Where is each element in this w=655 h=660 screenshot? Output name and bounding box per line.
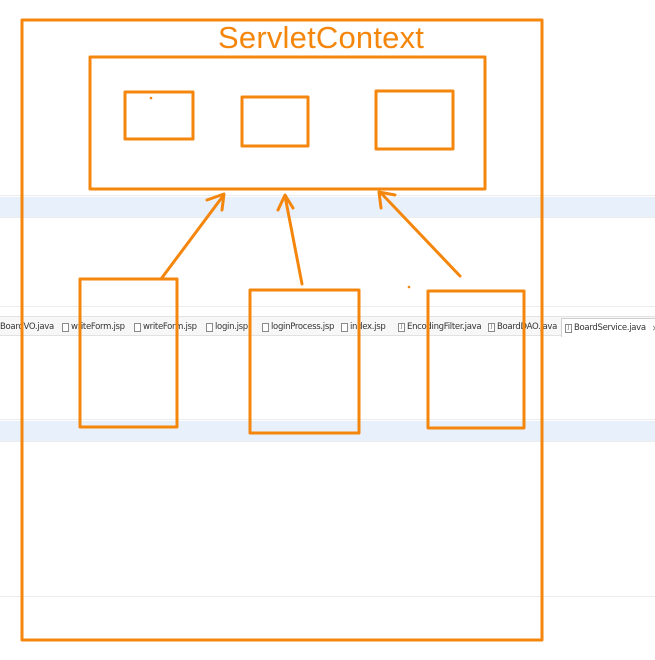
- arrow-1-head: [205, 192, 226, 212]
- editor-line: [0, 217, 655, 218]
- java-file-icon: J: [398, 322, 405, 332]
- tab-boardservice[interactable]: J BoardService.java ✕: [561, 318, 655, 337]
- editor-highlight-line: [0, 197, 655, 217]
- servlet-context-title: ServletContext: [218, 20, 425, 55]
- close-tab-icon[interactable]: ✕: [652, 324, 655, 333]
- arrow-3-head: [377, 190, 397, 210]
- component-box-3: [426, 289, 526, 430]
- arrow-3-shaft: [379, 191, 462, 278]
- tab-boarddao[interactable]: J BoardDAO.java: [488, 320, 557, 334]
- arrow-1-shaft: [159, 194, 225, 281]
- tab-boardvo[interactable]: BoardVO.java: [0, 322, 54, 332]
- java-file-icon: J: [565, 323, 572, 333]
- attribute-box-2: [240, 95, 310, 148]
- editor-line: [0, 306, 655, 307]
- jsp-file-icon: [341, 322, 348, 332]
- component-box-1: [78, 277, 179, 429]
- tab-encodingfilter[interactable]: J EncodingFilter.java: [398, 320, 482, 334]
- component-box-2: [248, 288, 361, 435]
- attribute-box-1: [123, 90, 195, 141]
- servlet-context-frame: [20, 18, 544, 642]
- java-file-icon: J: [488, 322, 495, 332]
- jsp-file-icon: [262, 322, 269, 332]
- jsp-file-icon: [206, 322, 213, 332]
- attribute-box-3: [374, 89, 455, 151]
- tab-index[interactable]: index.jsp: [341, 320, 386, 334]
- jsp-file-icon: [134, 322, 141, 332]
- tab-writeform-1[interactable]: writeForm.jsp: [62, 320, 125, 334]
- editor-line: [0, 195, 655, 196]
- tab-login[interactable]: login.jsp: [206, 320, 248, 334]
- arrow-2-shaft: [283, 194, 304, 286]
- editor-tab-bar: BoardVO.java writeForm.jsp writeForm.jsp…: [0, 316, 655, 337]
- editor-line: [0, 419, 655, 420]
- jsp-file-icon: [62, 322, 69, 332]
- tab-writeform-2[interactable]: writeForm.jsp: [134, 320, 197, 334]
- editor-line: [0, 596, 655, 597]
- editor-line: [0, 441, 655, 442]
- stray-dot: [149, 96, 153, 100]
- context-store-box: [88, 55, 487, 191]
- tab-loginprocess[interactable]: loginProcess.jsp: [262, 320, 334, 334]
- stray-dot: [407, 285, 411, 289]
- arrow-2-head: [276, 193, 295, 212]
